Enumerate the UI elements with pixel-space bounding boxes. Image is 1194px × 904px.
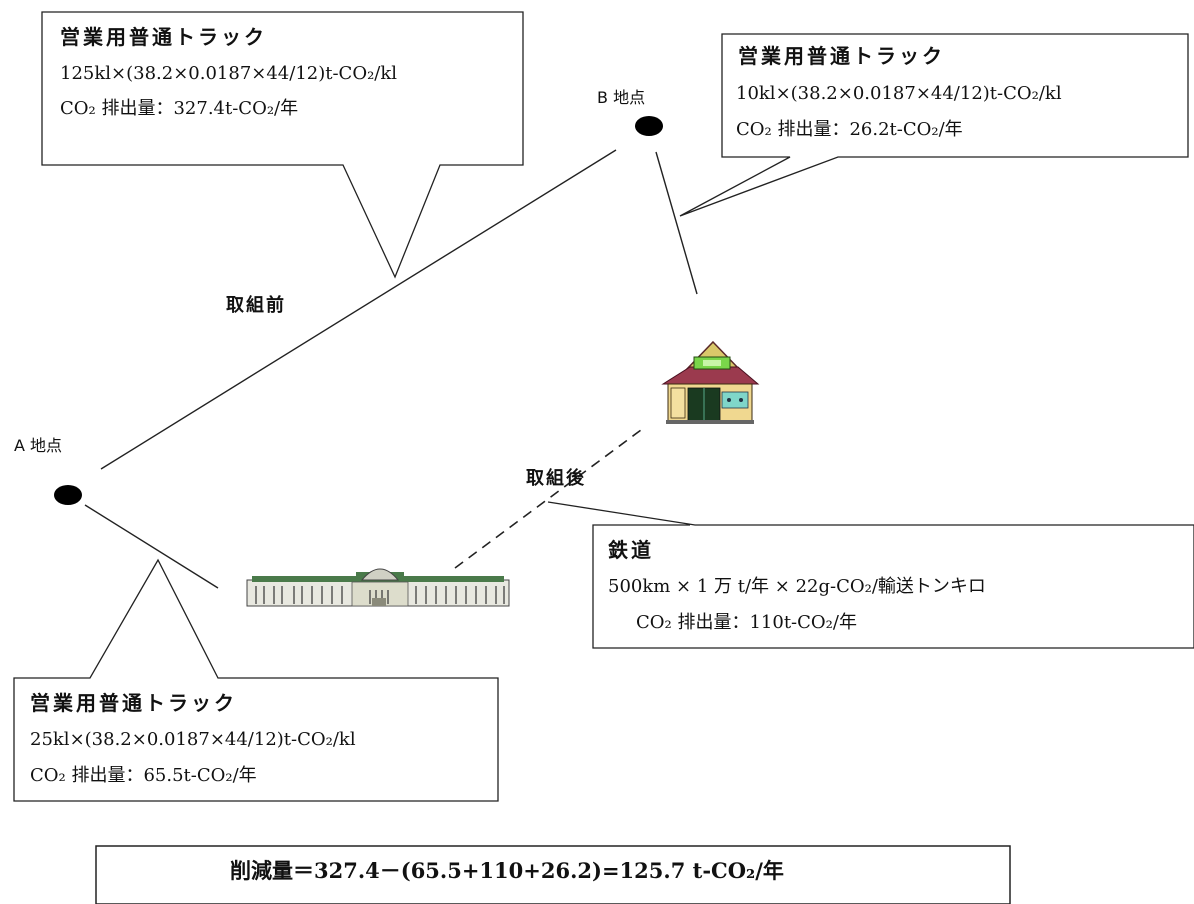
station-building-icon: [246, 568, 510, 607]
shop-building-icon: [661, 340, 760, 424]
location-dot-icon: [635, 116, 663, 136]
callout-b-emission: CO₂ 排出量：26.2t-CO₂/年: [736, 119, 963, 140]
point-b-label: B 地点: [597, 88, 646, 107]
callout-a-truck-shape: [13, 558, 499, 802]
callout-a-emission: CO₂ 排出量：65.5t-CO₂/年: [30, 765, 257, 786]
callout-b-formula: 10kl×(38.2×0.0187×44/12)t-CO₂/kl: [736, 83, 1062, 104]
callout-before-formula: 125kl×(38.2×0.0187×44/12)t-CO₂/kl: [60, 63, 398, 84]
callout-b-title: 営業用普通トラック: [738, 44, 945, 68]
route-rail-dashed-line: [454, 426, 646, 569]
callout-before-emission: CO₂ 排出量：327.4t-CO₂/年: [60, 98, 299, 119]
route-b-to-shop-line: [655, 151, 698, 295]
before-label: 取組前: [226, 295, 286, 316]
callout-rail-title: 鉄道: [608, 538, 654, 562]
result-box: [95, 845, 1011, 904]
route-a-to-station-line: [84, 504, 219, 589]
callout-before-truck-shape: [41, 11, 524, 279]
after-label: 取組後: [526, 468, 586, 489]
callout-b-truck-shape: [679, 33, 1189, 217]
callout-a-title: 営業用普通トラック: [30, 691, 237, 715]
callout-before-title: 営業用普通トラック: [60, 25, 267, 49]
route-before-line: [100, 149, 617, 470]
callout-rail-formula: 500km × 1 万 t/年 × 22g-CO₂/輸送トンキロ: [608, 576, 986, 597]
location-dot-icon: [54, 485, 82, 505]
callout-rail-emission: CO₂ 排出量：110t-CO₂/年: [636, 612, 857, 633]
reduction-result: 削減量＝327.4－(65.5+110+26.2)=125.7 t-CO₂/年: [230, 858, 784, 883]
point-a-label: A 地点: [14, 436, 63, 455]
callout-rail-shape: [547, 501, 1194, 649]
callout-a-formula: 25kl×(38.2×0.0187×44/12)t-CO₂/kl: [30, 729, 356, 750]
